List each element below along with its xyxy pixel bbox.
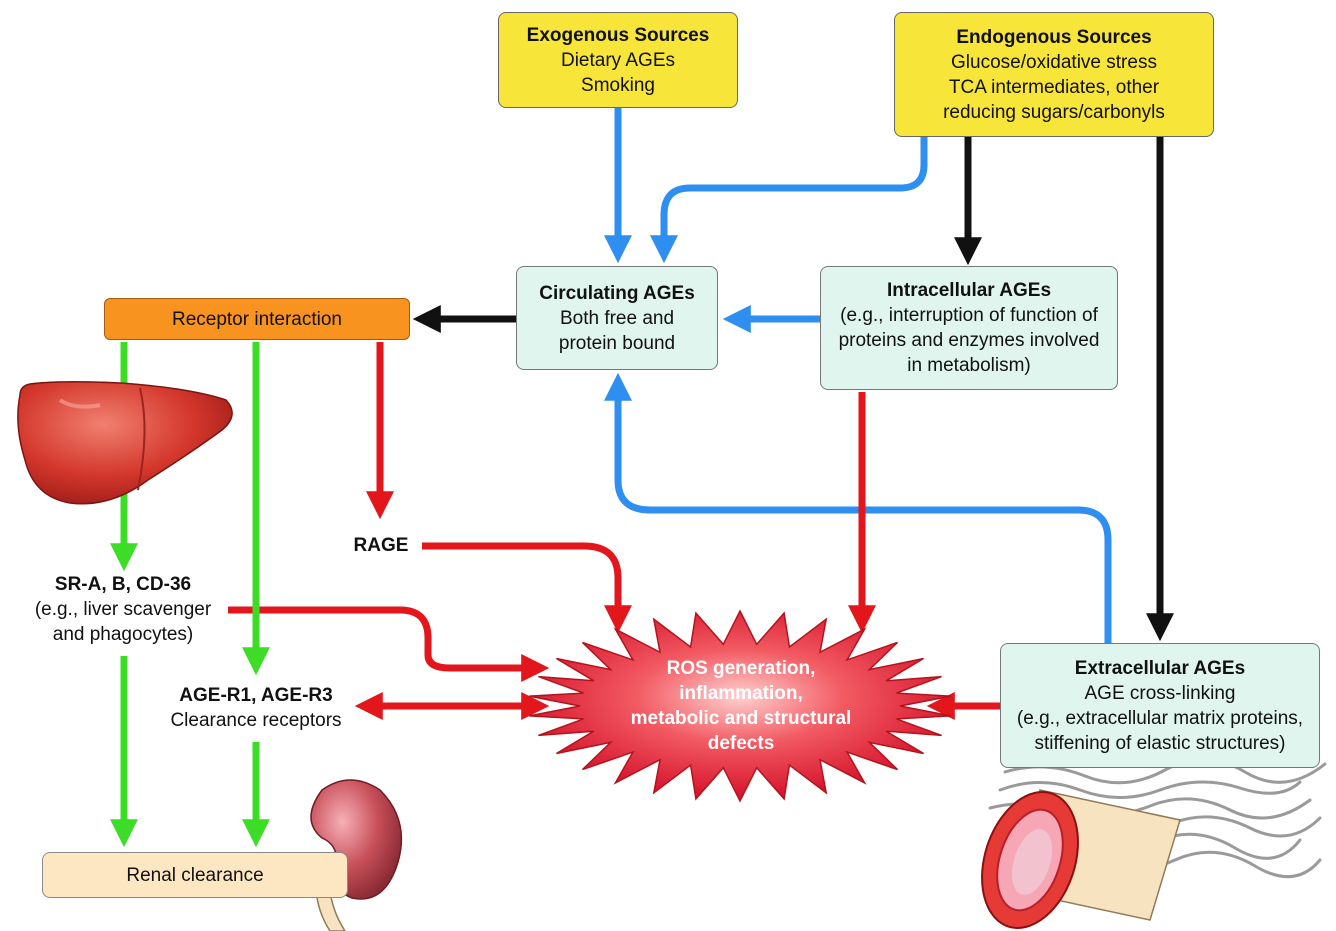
sra-line: and phagocytes) bbox=[52, 624, 194, 645]
renal-clearance-box: Renal clearance bbox=[42, 852, 348, 898]
intracellular-line: proteins and enzymes involved bbox=[838, 330, 1100, 351]
ager-title: AGE-R1, AGE-R3 bbox=[179, 685, 333, 706]
arrow-sra-to-ros bbox=[228, 606, 550, 682]
ros-text-block: ROS generation, inflammation, metabolic … bbox=[606, 656, 876, 756]
ros-line: ROS generation, bbox=[666, 658, 816, 679]
exogenous-title: Exogenous Sources bbox=[526, 24, 710, 46]
circulating-line: protein bound bbox=[558, 332, 676, 354]
intracellular-title: Intracellular AGEs bbox=[886, 280, 1052, 301]
ager-label-block: AGE-R1, AGE-R3 Clearance receptors bbox=[150, 683, 362, 733]
endogenous-line: TCA intermediates, other bbox=[948, 76, 1160, 98]
ager-line: Clearance receptors bbox=[170, 710, 342, 731]
extracellular-title: Extracellular AGEs bbox=[1074, 657, 1246, 679]
endogenous-line: reducing sugars/carbonyls bbox=[943, 101, 1165, 123]
renal-label: Renal clearance bbox=[126, 864, 264, 886]
endogenous-title: Endogenous Sources bbox=[956, 26, 1152, 48]
ros-line: inflammation, bbox=[679, 683, 803, 704]
intracellular-line: (e.g., interruption of function of bbox=[840, 305, 1098, 326]
intracellular-line: in metabolism) bbox=[907, 355, 1031, 376]
extracellular-line: stiffening of elastic structures) bbox=[1034, 732, 1286, 754]
sra-label-block: SR-A, B, CD-36 (e.g., liver scavenger an… bbox=[10, 572, 236, 647]
circulating-title: Circulating AGEs bbox=[539, 282, 695, 304]
exogenous-line: Dietary AGEs bbox=[560, 49, 676, 71]
extracellular-line: (e.g., extracellular matrix proteins, bbox=[1016, 707, 1304, 729]
circulating-ages-box: Circulating AGEs Both free and protein b… bbox=[516, 266, 718, 370]
ros-line: defects bbox=[707, 733, 775, 754]
exogenous-line: Smoking bbox=[581, 74, 655, 96]
endogenous-line: Glucose/oxidative stress bbox=[951, 51, 1157, 73]
rage-label: RAGE bbox=[353, 535, 409, 556]
liver-icon bbox=[17, 380, 233, 505]
extracellular-ages-box: Extracellular AGEs AGE cross-linking (e.… bbox=[1000, 643, 1320, 768]
intracellular-ages-box: Intracellular AGEs (e.g., interruption o… bbox=[820, 266, 1118, 390]
endogenous-sources-box: Endogenous Sources Glucose/oxidative str… bbox=[894, 12, 1214, 137]
blood-vessel-icon bbox=[981, 758, 1327, 930]
arrow-rage-to-ros bbox=[422, 542, 632, 634]
receptor-interaction-box: Receptor interaction bbox=[104, 298, 410, 340]
sra-title: SR-A, B, CD-36 bbox=[54, 574, 192, 595]
receptor-label: Receptor interaction bbox=[171, 308, 343, 330]
extracellular-line: AGE cross-linking bbox=[1084, 682, 1236, 704]
ros-line: metabolic and structural bbox=[630, 708, 852, 729]
arrow-endogenous-to-circulating bbox=[650, 137, 928, 264]
sra-line: (e.g., liver scavenger bbox=[34, 599, 212, 620]
circulating-line: Both free and bbox=[559, 307, 675, 329]
ros-burst bbox=[529, 609, 951, 803]
exogenous-sources-box: Exogenous Sources Dietary AGEs Smoking bbox=[498, 12, 738, 108]
